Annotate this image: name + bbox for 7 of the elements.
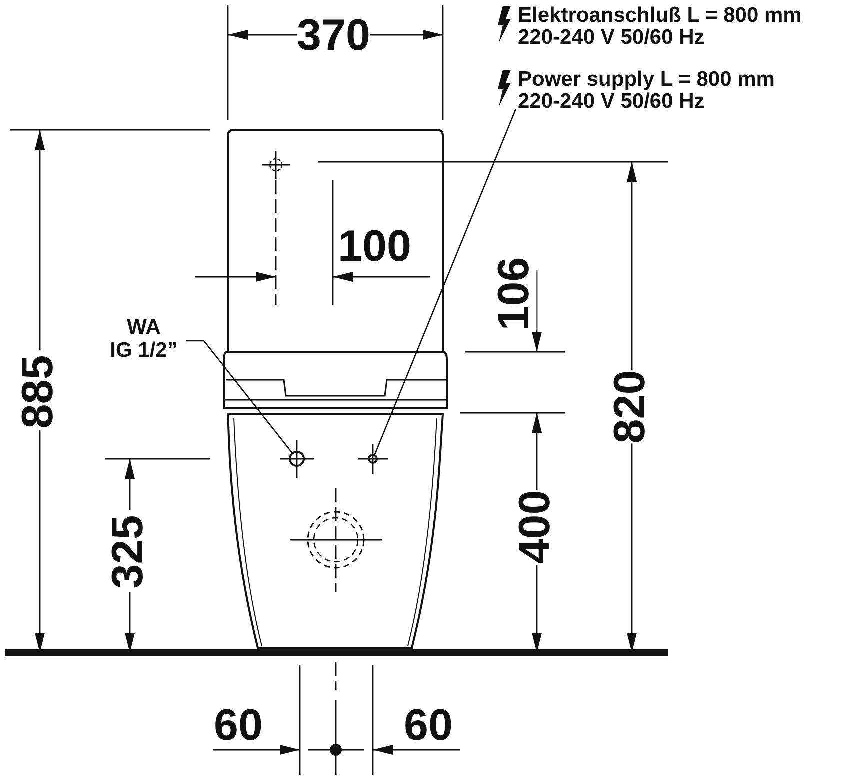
leader-line	[374, 108, 517, 456]
leader-line	[186, 340, 294, 454]
pipe-label: WA	[126, 316, 162, 340]
pipe-label: IG 1/2”	[109, 339, 179, 362]
note-text: Power supply L = 800 mm 220-240 V 50/60 Hz	[518, 69, 810, 114]
connection-circle	[289, 451, 305, 467]
connection-circle	[368, 454, 378, 464]
